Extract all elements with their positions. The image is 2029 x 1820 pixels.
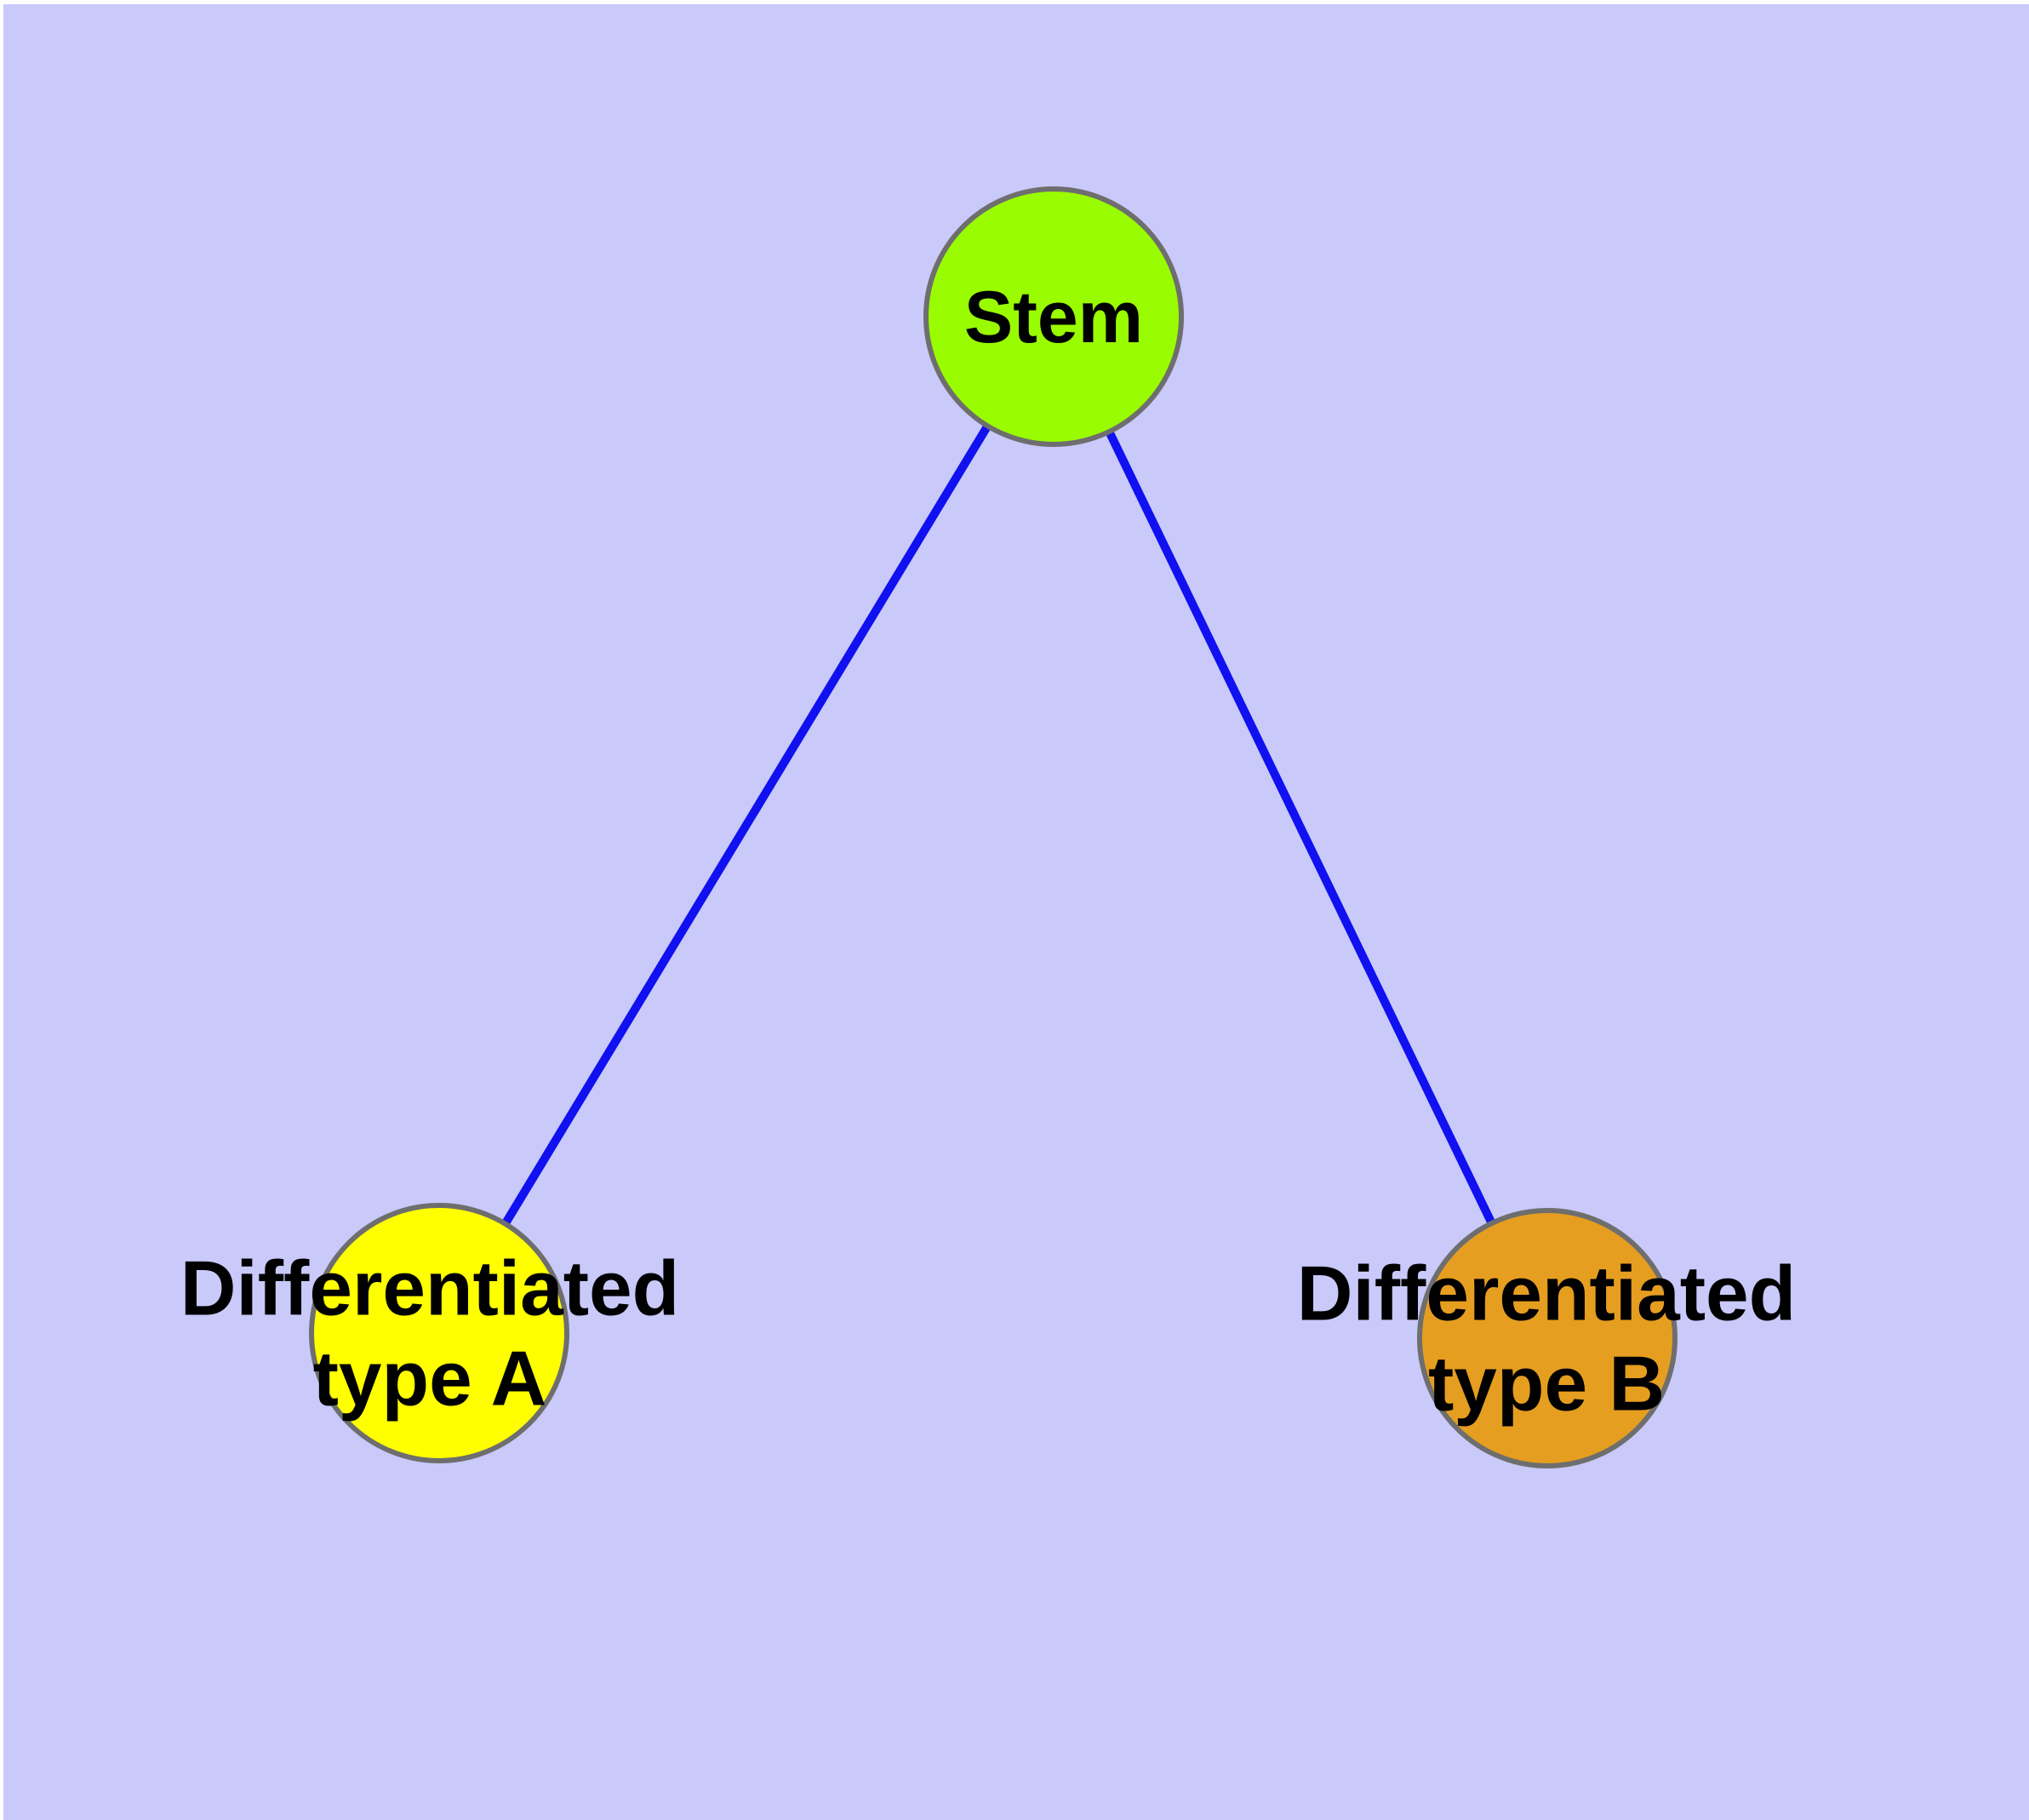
edge-stem-to-type-a [435,314,1058,1336]
node-differentiated-type-a-label: Differentiated type A [180,1244,680,1423]
node-differentiated-type-b-label-line2: type B [1427,1341,1666,1427]
node-differentiated-type-b-label-line1: Differentiated [1296,1251,1797,1337]
node-differentiated-type-b-circle [1417,1208,1677,1468]
node-differentiated-type-a-label-line1: Differentiated [180,1245,680,1332]
node-stem-label: Stem [963,277,1144,359]
edge-stem-to-type-b [1049,314,1552,1341]
node-differentiated-type-a-label-line2: type A [312,1336,547,1422]
node-differentiated-type-a-circle [309,1203,569,1463]
node-stem-circle [923,186,1184,447]
node-differentiated-type-b-label: Differentiated type B [1297,1249,1797,1428]
